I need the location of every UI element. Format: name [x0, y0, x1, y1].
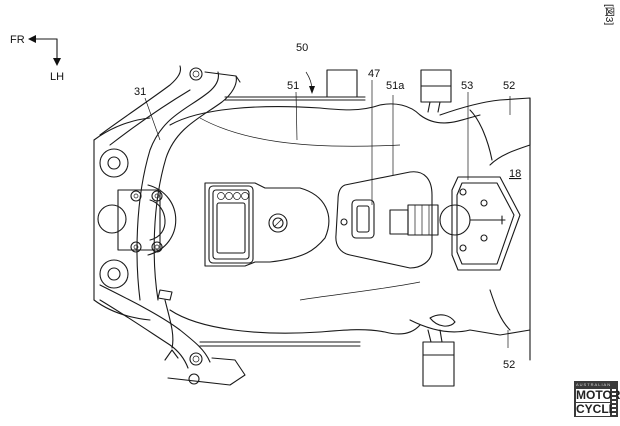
frame-pipe	[99, 65, 246, 386]
reference-numerals: 50 31 51 47 51a 53 52 52 18	[134, 42, 521, 371]
left-arrow-head-icon	[53, 58, 61, 66]
label-51a: 51a	[386, 80, 405, 92]
upper-box-a	[326, 69, 358, 98]
indicator-light	[241, 192, 249, 200]
meter-display	[216, 202, 246, 254]
fuel-cap-assembly	[439, 176, 521, 271]
leader-lines	[144, 71, 511, 348]
side-covers	[409, 97, 531, 361]
figure-label: [図3]	[603, 4, 615, 25]
label-52-lower: 52	[503, 359, 515, 371]
meter-panel	[204, 182, 330, 267]
watermark-line2: CYCLE	[576, 402, 617, 416]
label-53: 53	[461, 80, 473, 92]
label-51: 51	[287, 80, 299, 92]
watermark-film-strip	[612, 389, 616, 415]
orientation-indicator: FR LH	[10, 34, 64, 83]
key-switch	[268, 213, 288, 233]
front-frame-assembly	[93, 117, 177, 321]
indicator-light	[225, 192, 233, 200]
label-31: 31	[134, 86, 146, 98]
left-label: LH	[50, 71, 64, 83]
lower-box	[422, 341, 455, 387]
indicator-light	[233, 192, 241, 200]
clamp-bolts	[130, 190, 163, 253]
watermark-logo: AUSTRALIAN MOTOR CYCLE	[574, 381, 620, 417]
forward-arrow-head-icon	[28, 35, 36, 43]
fuel-cap	[439, 204, 471, 236]
watermark-top-text: AUSTRALIAN	[576, 382, 612, 387]
forward-label: FR	[10, 34, 25, 46]
cover-recess	[335, 171, 439, 269]
pivot-upper	[99, 148, 129, 178]
label-52-upper: 52	[503, 80, 515, 92]
fuel-tank-cover	[169, 96, 481, 347]
label-47: 47	[368, 68, 380, 80]
label-50: 50	[296, 42, 308, 54]
indicator-light	[217, 192, 225, 200]
watermark-line1: MOTOR	[576, 388, 620, 402]
label-18: 18	[509, 168, 521, 180]
pivot-lower	[99, 259, 129, 289]
